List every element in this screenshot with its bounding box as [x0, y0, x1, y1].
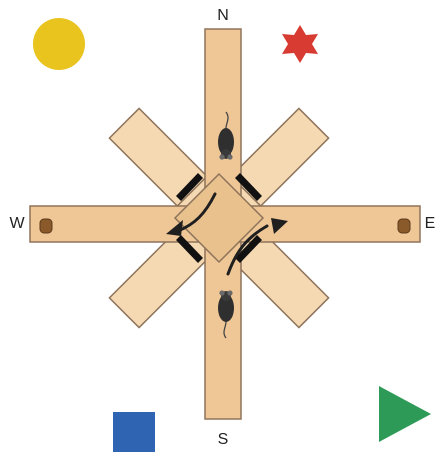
north-label: N	[217, 7, 229, 24]
triangle-icon	[379, 386, 431, 442]
square-icon	[113, 412, 155, 452]
food-pellet-icon	[398, 219, 410, 233]
star-icon	[282, 25, 318, 63]
east-label: E	[425, 215, 436, 232]
south-label: S	[218, 431, 229, 448]
sun-icon	[33, 18, 85, 70]
food-pellet-icon	[40, 219, 52, 233]
west-label: W	[9, 215, 25, 232]
